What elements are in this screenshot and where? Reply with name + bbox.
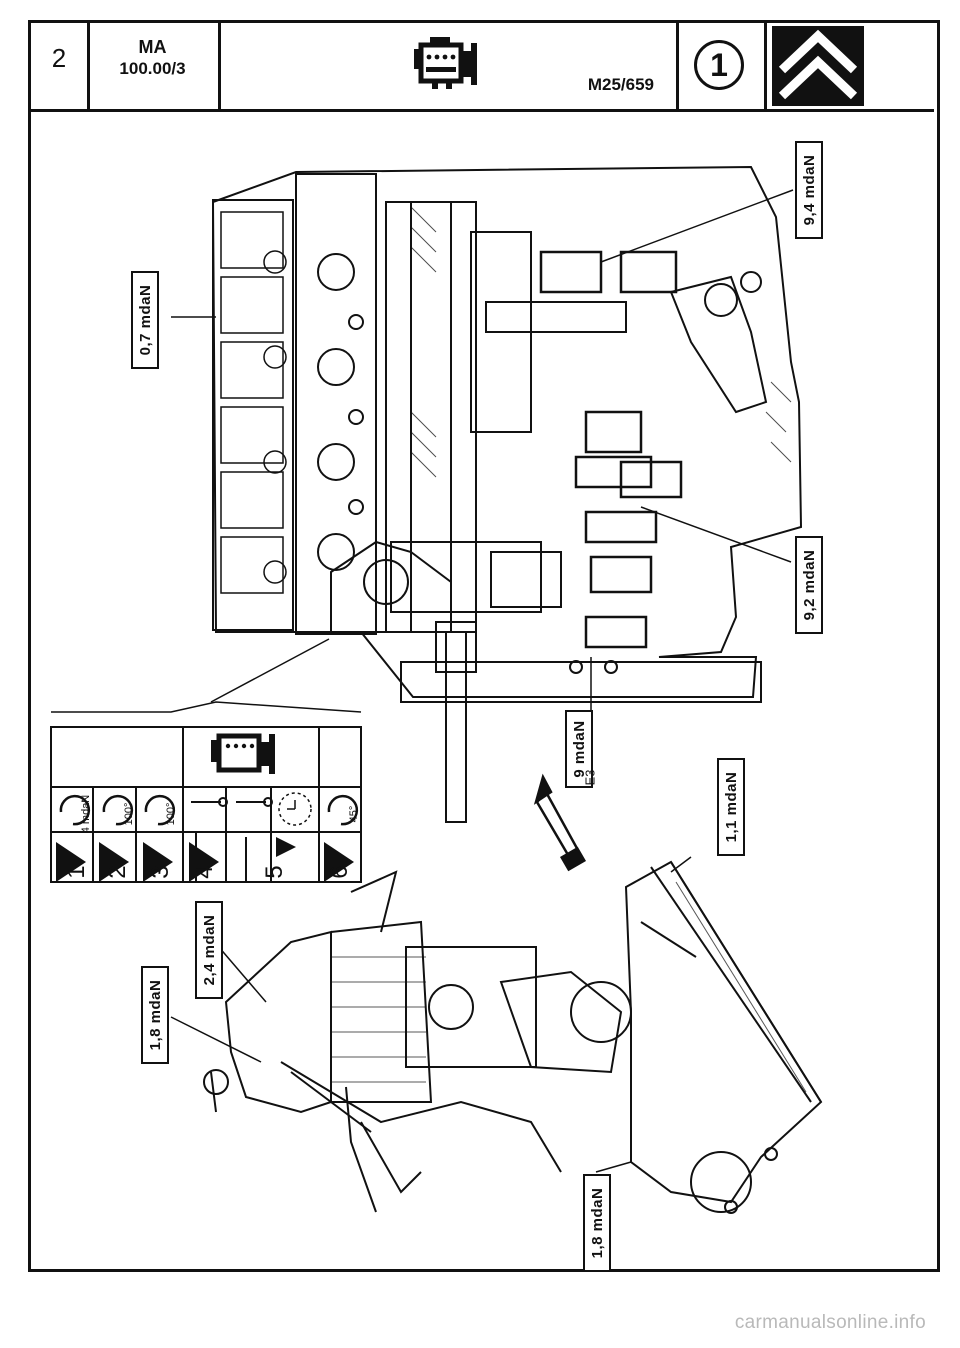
page-number: 2 bbox=[51, 43, 67, 73]
table-step-3: 3 bbox=[147, 865, 174, 879]
sealant-tube-icon bbox=[533, 773, 587, 872]
temperature-icon bbox=[191, 797, 273, 807]
table-step-1: 1 bbox=[63, 865, 90, 879]
torque-label-1-8-a: 1,8 mdaN bbox=[141, 966, 169, 1064]
sealant-code: E3 bbox=[582, 769, 598, 786]
engine-section-drawing bbox=[50, 165, 823, 1214]
circled-number-text: 1 bbox=[710, 46, 728, 83]
torque-label-9-2: 9,2 mdaN bbox=[795, 536, 823, 634]
torque-label-9-4: 9,4 mdaN bbox=[795, 141, 823, 239]
torque-label-1-8-b: 1,8 mdaN bbox=[583, 1174, 611, 1272]
table-step-5: 5 bbox=[261, 865, 288, 879]
torque-label-1-1: 1,1 mdaN bbox=[717, 758, 745, 856]
table-value-1: 4 mdaN bbox=[80, 794, 92, 834]
table-value-2: 100° bbox=[123, 802, 135, 826]
circled-number: 1 bbox=[694, 40, 744, 90]
engine-icon bbox=[414, 37, 477, 89]
table-value-6: 45° bbox=[348, 805, 360, 823]
torque-label-2-4: 2,4 mdaN bbox=[195, 901, 223, 999]
header-band: 2 MA 100.00/3 M25/659 1 bbox=[31, 23, 934, 112]
section-code: MA bbox=[138, 37, 167, 57]
circled-number-cell: 1 bbox=[676, 23, 767, 109]
page-frame bbox=[28, 20, 940, 1272]
page-number-cell: 2 bbox=[31, 23, 90, 109]
table-value-3: 100° bbox=[165, 802, 177, 826]
table-step-6: 6 bbox=[326, 865, 353, 879]
brand-logo-cell bbox=[764, 23, 934, 109]
model-cell: M25/659 bbox=[218, 23, 679, 109]
doc-ref: 100.00/3 bbox=[119, 59, 186, 78]
section-cell: MA 100.00/3 bbox=[87, 23, 221, 109]
table-step-4: 4 bbox=[191, 865, 218, 879]
rotate-icon bbox=[59, 794, 359, 826]
citroen-logo-icon bbox=[772, 26, 864, 106]
table-engine-icon bbox=[211, 733, 275, 774]
clock-icon bbox=[278, 792, 312, 826]
table-step-2: 2 bbox=[104, 865, 131, 879]
torque-label-0-7: 0,7 mdaN bbox=[131, 271, 159, 369]
footer-watermark: carmanualsonline.info bbox=[734, 1312, 926, 1333]
model-ref: M25/659 bbox=[587, 75, 654, 94]
